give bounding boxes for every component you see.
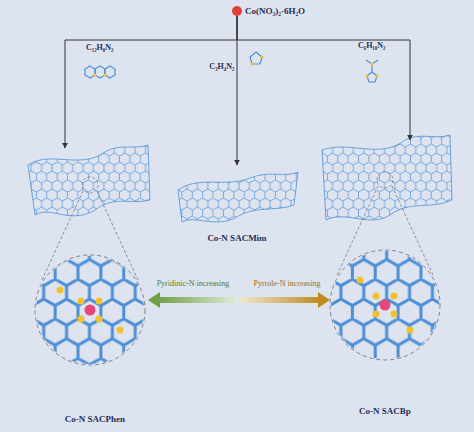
precursor-label: Co(NO₃)₂·6H₂O — [232, 6, 305, 16]
formula-label: C₆H₁₀N₂ — [358, 41, 385, 50]
trend-label: Pyridinic-N increasing — [157, 279, 230, 288]
formula-label: C₁₂H₈N₂ — [86, 43, 113, 52]
catalyst-panel: Co-N SACBp — [310, 140, 460, 416]
bipyrazole-molecule — [365, 60, 378, 82]
node-text: Co-N SACPhen — [65, 414, 125, 424]
formula-label: C₃H₄N₂ — [209, 62, 234, 71]
carbon-sheet — [322, 135, 452, 220]
co-n4-structure — [30, 250, 150, 370]
trend-label: Pyrrole-N increasing — [254, 279, 321, 288]
node-text: Co-N SACBp — [359, 406, 411, 416]
catalyst-panel: Co-N SACPhen — [20, 148, 170, 424]
connector-arrow — [237, 16, 410, 140]
imidazole-molecule — [250, 52, 264, 66]
connector-arrow — [65, 16, 237, 148]
node-text: Co(NO₃)₂·6H₂O — [245, 6, 305, 16]
carbon-sheet — [178, 172, 298, 222]
red-dot — [232, 6, 242, 16]
node-text: Co-N SACMim — [207, 233, 266, 243]
carbon-sheet — [28, 145, 150, 216]
trend-arrows — [148, 292, 330, 308]
catalyst-panel: Co-N SACMim — [170, 165, 304, 243]
co-n4-structure — [325, 245, 445, 365]
phenanthroline-molecule — [85, 66, 115, 78]
